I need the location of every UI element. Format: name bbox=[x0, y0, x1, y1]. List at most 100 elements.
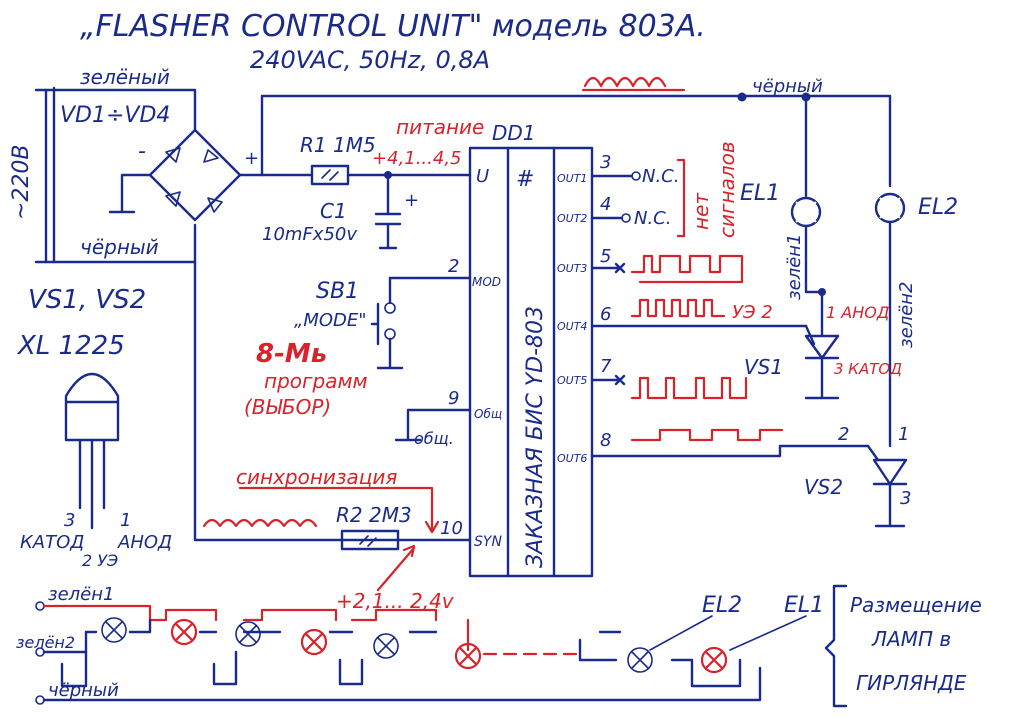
nc-bracket bbox=[676, 158, 686, 238]
out3-label: OUT3 bbox=[557, 262, 587, 275]
out4-label: OUT4 bbox=[557, 320, 587, 333]
pin1-label: 1 bbox=[120, 510, 131, 531]
placement-label-1: Размещение bbox=[850, 593, 982, 617]
common-wire bbox=[394, 408, 472, 442]
bridge-label: VD1÷VD4 bbox=[60, 103, 170, 128]
pin5-num: 5 bbox=[600, 246, 611, 267]
thyristor-vs1 bbox=[804, 324, 840, 400]
pin9-label: 9 bbox=[448, 388, 459, 409]
node-dot bbox=[818, 288, 826, 296]
xl-label: XL 1225 bbox=[16, 331, 125, 361]
vs2-pin3-label: 3 bbox=[900, 488, 911, 509]
c1-plus: + bbox=[404, 190, 419, 211]
c1-value-label: 10mFx50v bbox=[262, 224, 357, 245]
output-wires bbox=[590, 171, 870, 458]
wave-out6 bbox=[630, 428, 784, 442]
pin-mod-label: MOD bbox=[472, 275, 501, 289]
garland-leader-lines bbox=[649, 615, 807, 651]
c1-label: C1 bbox=[320, 199, 347, 223]
nc1-label: N.C. bbox=[642, 166, 679, 187]
cherny-top-label: чёрный bbox=[752, 76, 823, 97]
left-rail bbox=[193, 260, 344, 542]
sync-wave bbox=[202, 518, 318, 528]
ue-label: УЭ 2 bbox=[732, 302, 773, 323]
thyristor-package bbox=[64, 372, 120, 530]
mode-switch-sb1 bbox=[370, 276, 472, 370]
subtitle: 240VAC, 50Hz, 0,8A bbox=[250, 46, 490, 74]
el2-label: EL2 bbox=[918, 195, 958, 220]
garland-lamps bbox=[60, 617, 742, 688]
garland-cherny-label: чёрный bbox=[48, 680, 119, 701]
programs-count-label: 8-Мь bbox=[256, 339, 327, 369]
pin-u-label: U bbox=[476, 166, 489, 187]
chip-name-label: ЗАКАЗНАЯ БИС YD-803 bbox=[523, 306, 548, 568]
r2-label: R2 2M3 bbox=[336, 503, 412, 527]
v220-label: ~220В bbox=[9, 144, 34, 220]
programs-select-label: (ВЫБОР) bbox=[244, 395, 331, 419]
programs-label: программ bbox=[264, 369, 368, 393]
pin7-num: 7 bbox=[600, 356, 612, 377]
title-wave-decoration bbox=[581, 76, 686, 92]
pin6-num: 6 bbox=[600, 304, 611, 325]
anod-right-label: 1 АНОД bbox=[826, 303, 889, 322]
vs2-pin1-label: 1 bbox=[898, 424, 909, 445]
thyristor-vs2 bbox=[866, 444, 908, 528]
katod-right-label: 3 КАТОД bbox=[834, 360, 902, 378]
garland bbox=[35, 601, 762, 705]
el1-to-vs1-wire bbox=[804, 224, 824, 338]
pin-hash-label: # bbox=[516, 167, 534, 192]
signalov-label: сигналов bbox=[715, 141, 739, 238]
pin4-num: 4 bbox=[600, 194, 611, 215]
wave-out3 bbox=[630, 254, 744, 284]
garland-el1-label: EL1 bbox=[784, 593, 824, 618]
sync-label: синхронизация bbox=[236, 465, 397, 489]
dd1-label: DD1 bbox=[492, 121, 536, 145]
top-rail bbox=[260, 94, 892, 188]
sb1-label: SB1 bbox=[316, 279, 359, 304]
sync-arrow bbox=[238, 486, 440, 534]
bridge-plus: + bbox=[244, 148, 259, 169]
out2-label: OUT2 bbox=[557, 212, 587, 225]
vs1-label: VS1 bbox=[744, 355, 783, 379]
resistor-r2 bbox=[340, 529, 472, 551]
zelen1-vertical-label: зелён1 bbox=[784, 234, 805, 300]
vs2-pin2-label: 2 bbox=[838, 424, 849, 445]
out1-label: OUT1 bbox=[557, 172, 587, 185]
pin2-label: 2 bbox=[448, 256, 459, 277]
lamp-el1 bbox=[790, 196, 822, 228]
pitanie-voltage-label: +4,1...4,5 bbox=[372, 148, 462, 169]
pin-obsh-label: Общ bbox=[474, 407, 502, 421]
minus-label: - bbox=[138, 139, 146, 164]
pin8-num: 8 bbox=[600, 430, 611, 451]
diode-bridge bbox=[108, 128, 264, 222]
garland-el2-label: EL2 bbox=[702, 593, 742, 618]
wave-out4 bbox=[630, 298, 726, 318]
zelen2-vertical-label: зелён2 bbox=[896, 282, 917, 348]
vs12-label: VS1, VS2 bbox=[28, 285, 146, 315]
nc2-label: N.C. bbox=[634, 208, 671, 229]
pin10-label: 10 bbox=[440, 518, 463, 539]
garland-zelen2-label: зелён2 bbox=[16, 633, 75, 652]
resistor-r1 bbox=[260, 164, 472, 186]
out5-label: OUT5 bbox=[557, 374, 587, 387]
placement-label-3: ГИРЛЯНДЕ bbox=[856, 671, 967, 695]
vs2-label: VS2 bbox=[804, 475, 843, 499]
out6-label: OUT6 bbox=[557, 452, 587, 465]
cherny-mid-label: чёрный bbox=[80, 235, 159, 259]
placement-label-2: ЛАМП в bbox=[871, 627, 951, 651]
obsh-label: общ. bbox=[414, 429, 454, 448]
mode-label: „MODE" bbox=[294, 310, 367, 331]
r1-label: R1 1M5 bbox=[300, 133, 376, 157]
title: „FLASHER CONTROL UNIT" модель 803А. bbox=[80, 9, 706, 44]
el1-label: EL1 bbox=[740, 181, 780, 206]
lamp-el2 bbox=[874, 192, 906, 224]
garland-brace bbox=[824, 584, 848, 708]
pin3-label: 3 bbox=[64, 510, 75, 531]
katod-left-label: КАТОД bbox=[20, 532, 84, 553]
ue-left-label: 2 УЭ bbox=[82, 551, 118, 570]
net-label: нет bbox=[689, 192, 713, 230]
pin3-num: 3 bbox=[600, 152, 611, 173]
garland-zelen1-label: зелён1 bbox=[48, 584, 114, 605]
chip-dd1 bbox=[468, 146, 594, 578]
